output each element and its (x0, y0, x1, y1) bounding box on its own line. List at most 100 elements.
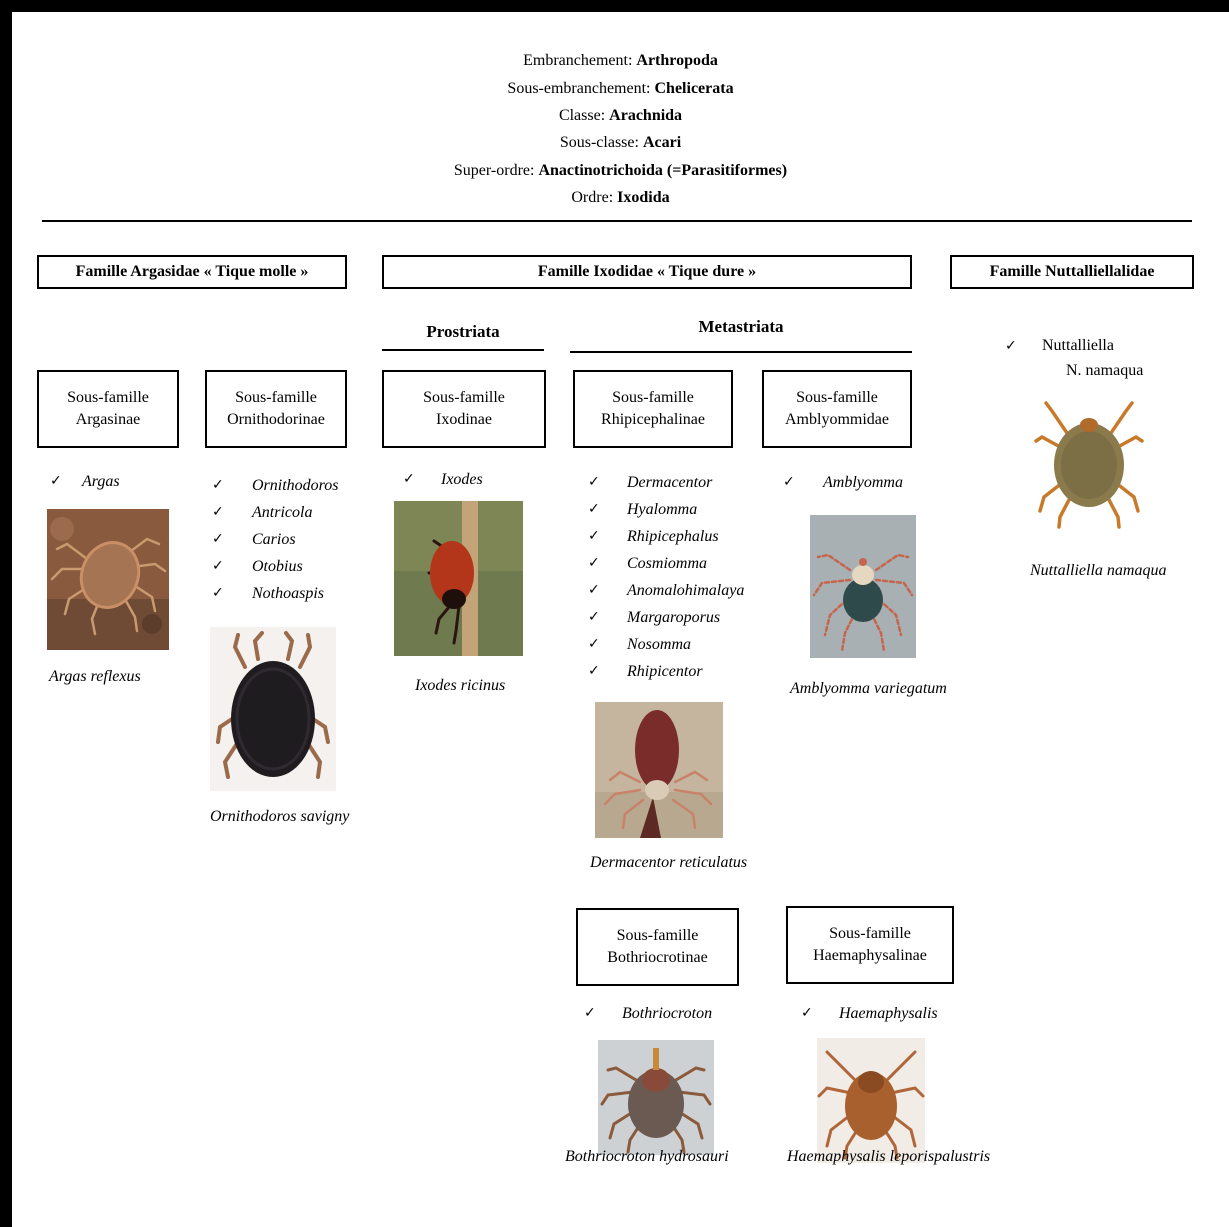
caption-bothriocroton-hydrosauri: Bothriocroton hydrosauri (565, 1148, 729, 1166)
genus-name: Ornithodoros (252, 472, 339, 499)
genera-list-amblyommidae: ✓ Amblyomma (783, 469, 923, 496)
dermacentor-reticulatus-photo (595, 702, 723, 838)
check-icon: ✓ (588, 550, 600, 577)
check-icon: ✓ (588, 523, 600, 550)
genus-item: ✓ Nosomma (588, 631, 768, 658)
genus-name: Carios (252, 526, 296, 553)
caption-nuttalliella-namaqua: Nuttalliella namaqua (1030, 562, 1166, 580)
genus-name: Hyalomma (627, 496, 697, 523)
bothriocroton-hydrosauri-photo (598, 1040, 714, 1155)
genus-name: Margaroporus (627, 604, 720, 631)
taxon-ordre: Ordre: Ixodida (12, 187, 1229, 209)
genus-name: Cosmiomma (627, 550, 707, 577)
genus-name: Ixodes (441, 466, 483, 493)
family-argasidae: Famille Argasidae « Tique molle » (37, 255, 347, 289)
caption-ornithodoros-savigny: Ornithodoros savigny (210, 808, 349, 826)
check-icon: ✓ (50, 468, 62, 495)
genus-item: ✓ Amblyomma (783, 469, 923, 496)
group-prostriata: Prostriata (382, 322, 544, 342)
genera-list-ornithodorinae: ✓ Ornithodoros ✓ Antricola ✓ Carios ✓ Otobius ✓ N… (212, 472, 362, 607)
taxon-embranchement: Embranchement: Arthropoda (12, 50, 1229, 72)
genus-item: ✓ Bothriocroton (584, 1000, 744, 1027)
genus-item: ✓ Rhipicentor (588, 658, 768, 685)
check-icon: ✓ (588, 469, 600, 496)
nuttalliella-namaqua-photo (1032, 393, 1146, 530)
taxon-super-ordre: Super-ordre: Anactinotrichoida (=Parasit… (12, 160, 1229, 182)
genus-item: ✓ Dermacentor (588, 469, 768, 496)
caption-amblyomma-variegatum: Amblyomma variegatum (790, 680, 947, 698)
genera-list-bothriocrotinae: ✓ Bothriocroton (584, 1000, 744, 1027)
genus-item: ✓ Antricola (212, 499, 362, 526)
nuttalliella-genus: Nuttalliella (1042, 332, 1114, 359)
metastriata-underline (570, 351, 912, 353)
genus-name: Bothriocroton (622, 1000, 712, 1027)
family-nuttalliellidae: Famille Nuttalliellalidae (950, 255, 1194, 289)
genus-name: Otobius (252, 553, 303, 580)
classification-chart: Embranchement: Arthropoda Sous-embranche… (12, 12, 1229, 1227)
caption-argas-reflexus: Argas reflexus (49, 668, 141, 686)
genera-list-ixodinae: ✓ Ixodes (403, 466, 523, 493)
genus-name: Argas (82, 468, 120, 495)
check-icon: ✓ (588, 631, 600, 658)
caption-haemaphysalis-leporispalustris: Haemaphysalis leporispalustris (787, 1148, 990, 1166)
header-divider (42, 220, 1192, 222)
check-icon: ✓ (1005, 338, 1017, 354)
check-icon: ✓ (212, 553, 224, 580)
genera-list-haemaphysalinae: ✓Haemaphysalis (801, 1000, 961, 1027)
check-icon: ✓ (212, 526, 224, 553)
check-icon: ✓ (588, 577, 600, 604)
amblyomma-variegatum-photo (810, 515, 916, 658)
genus-name: Antricola (252, 499, 312, 526)
check-icon: ✓ (212, 472, 224, 499)
caption-dermacentor-reticulatus: Dermacentor reticulatus (590, 854, 747, 872)
check-icon: ✓ (403, 466, 415, 493)
check-icon: ✓ (212, 580, 224, 607)
genus-item: ✓ Rhipicephalus (588, 523, 768, 550)
genus-name: Anomalohimalaya (627, 577, 744, 604)
genus-item: ✓ Margaroporus (588, 604, 768, 631)
prostriata-underline (382, 349, 544, 351)
nuttalliella-species: N. namaqua (1066, 360, 1143, 382)
genus-item: ✓ Anomalohimalaya (588, 577, 768, 604)
genera-list-rhipicephalinae: ✓ Dermacentor ✓ Hyalomma ✓ Rhipicephalus ✓ Cosm… (588, 469, 768, 685)
genus-name: Dermacentor (627, 469, 712, 496)
genus-item: ✓ Argas (50, 468, 170, 495)
check-icon: ✓ (584, 1000, 596, 1027)
ornithodoros-savigny-photo (210, 627, 336, 791)
genus-name: Rhipicentor (627, 658, 703, 685)
genus-item: ✓ Nothoaspis (212, 580, 362, 607)
genus-item: ✓Haemaphysalis (801, 1000, 961, 1027)
argas-reflexus-photo (47, 509, 169, 650)
genus-name: Rhipicephalus (627, 523, 719, 550)
genus-name: Amblyomma (823, 469, 903, 496)
genus-name: Nosomma (627, 631, 691, 658)
family-ixodidae: Famille Ixodidae « Tique dure » (382, 255, 912, 289)
check-icon: ✓ (588, 604, 600, 631)
check-icon: ✓ (801, 1000, 813, 1027)
caption-ixodes-ricinus: Ixodes ricinus (415, 677, 505, 695)
genus-item: ✓ Hyalomma (588, 496, 768, 523)
check-icon: ✓ (783, 469, 795, 496)
taxon-sous-embranchement: Sous-embranchement: Chelicerata (12, 78, 1229, 100)
nuttalliella-genus-item: ✓Nuttalliella (1005, 332, 1017, 360)
genus-item: ✓ Ixodes (403, 466, 523, 493)
genus-name: Nothoaspis (252, 580, 324, 607)
genera-list-argasinae: ✓ Argas (50, 468, 170, 495)
check-icon: ✓ (212, 499, 224, 526)
group-metastriata: Metastriata (570, 317, 912, 337)
genus-item: ✓ Cosmiomma (588, 550, 768, 577)
check-icon: ✓ (588, 658, 600, 685)
ixodes-ricinus-photo (394, 501, 523, 656)
genus-item: ✓ Otobius (212, 553, 362, 580)
genus-item: ✓ Ornithodoros (212, 472, 362, 499)
genus-item: ✓ Carios (212, 526, 362, 553)
check-icon: ✓ (588, 496, 600, 523)
taxon-classe: Classe: Arachnida (12, 105, 1229, 127)
